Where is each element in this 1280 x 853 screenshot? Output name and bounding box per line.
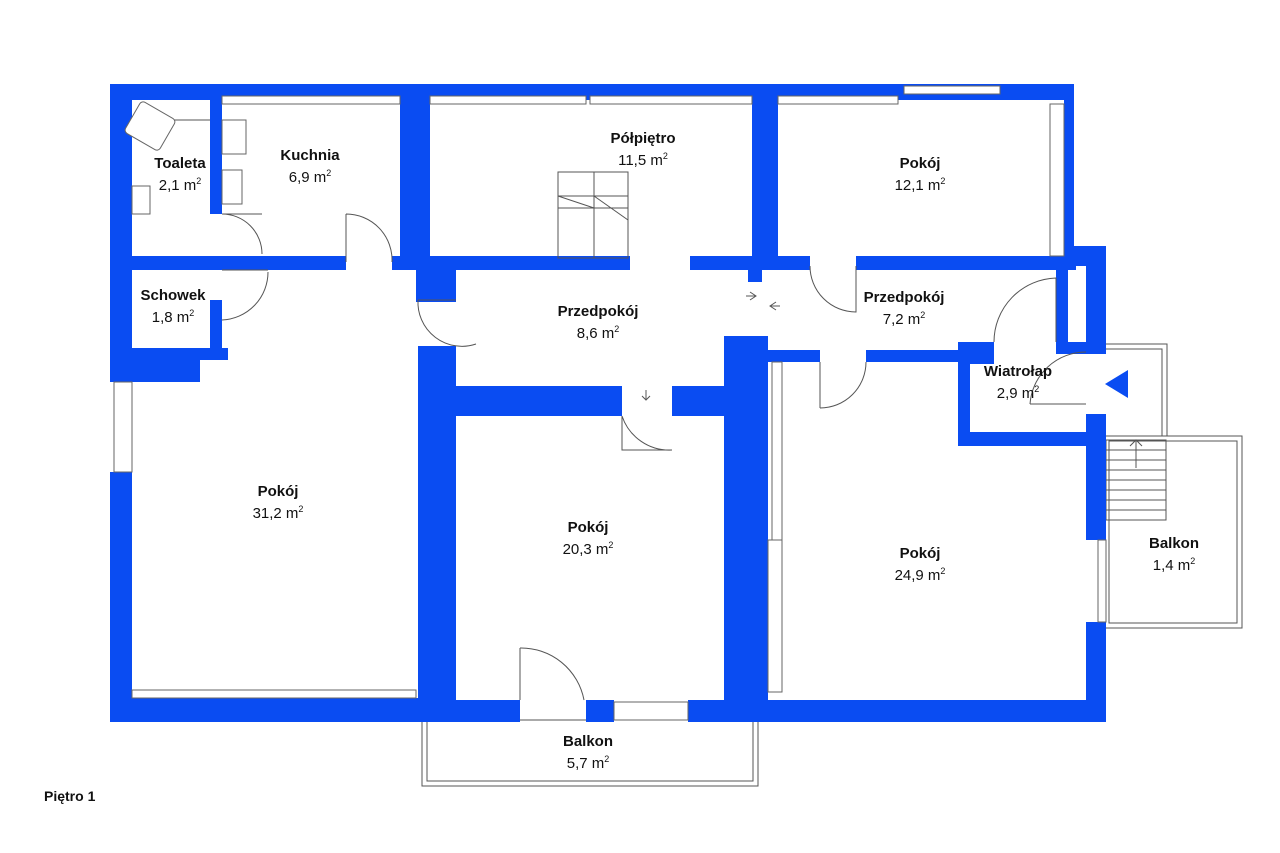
room-name-pokoj-c: Pokój <box>568 519 609 536</box>
room-area-pokoj-e: 24,9 m2 <box>895 566 946 584</box>
room-area-przedpokoj-c: 8,6 m2 <box>577 324 620 342</box>
room-name-wiatrolap: Wiatrołap <box>984 363 1052 380</box>
room-name-balkon-e: Balkon <box>1149 535 1199 552</box>
room-area-balkon-e: 1,4 m2 <box>1153 556 1196 574</box>
room-name-pokoj-w: Pokój <box>258 483 299 500</box>
room-name-pokoj-ne: Pokój <box>900 155 941 172</box>
room-area-kuchnia: 6,9 m2 <box>289 168 332 186</box>
room-area-pokoj-c: 20,3 m2 <box>563 540 614 558</box>
room-area-pokoj-ne: 12,1 m2 <box>895 176 946 194</box>
room-area-pokoj-w: 31,2 m2 <box>253 504 304 522</box>
room-name-kuchnia: Kuchnia <box>280 147 340 164</box>
entrance-arrow-icon <box>1105 370 1128 398</box>
room-area-wiatrolap: 2,9 m2 <box>997 384 1040 402</box>
walls <box>110 84 1106 722</box>
room-area-toaleta: 2,1 m2 <box>159 176 202 194</box>
room-area-polpietro: 11,5 m2 <box>618 151 668 169</box>
room-name-balkon-s: Balkon <box>563 733 613 750</box>
room-name-pokoj-e: Pokój <box>900 545 941 562</box>
room-name-toaleta: Toaleta <box>154 155 206 172</box>
room-name-przedpokoj-c: Przedpokój <box>558 303 639 320</box>
room-name-schowek: Schowek <box>140 287 206 304</box>
room-area-przedpokoj-e: 7,2 m2 <box>883 310 926 328</box>
exterior-stairs <box>1105 439 1167 521</box>
room-name-przedpokoj-e: Przedpokój <box>864 289 945 306</box>
room-area-balkon-s: 5,7 m2 <box>567 754 610 772</box>
windows <box>113 85 1107 721</box>
room-area-schowek: 1,8 m2 <box>152 308 195 326</box>
room-labels: Toaleta 2,1 m2 Kuchnia 6,9 m2 Półpiętro 11,5 … <box>140 130 1199 772</box>
fixtures <box>124 101 629 259</box>
room-name-polpietro: Półpiętro <box>610 130 675 147</box>
floor-label: Piętro 1 <box>44 788 96 804</box>
doors <box>221 213 1087 701</box>
